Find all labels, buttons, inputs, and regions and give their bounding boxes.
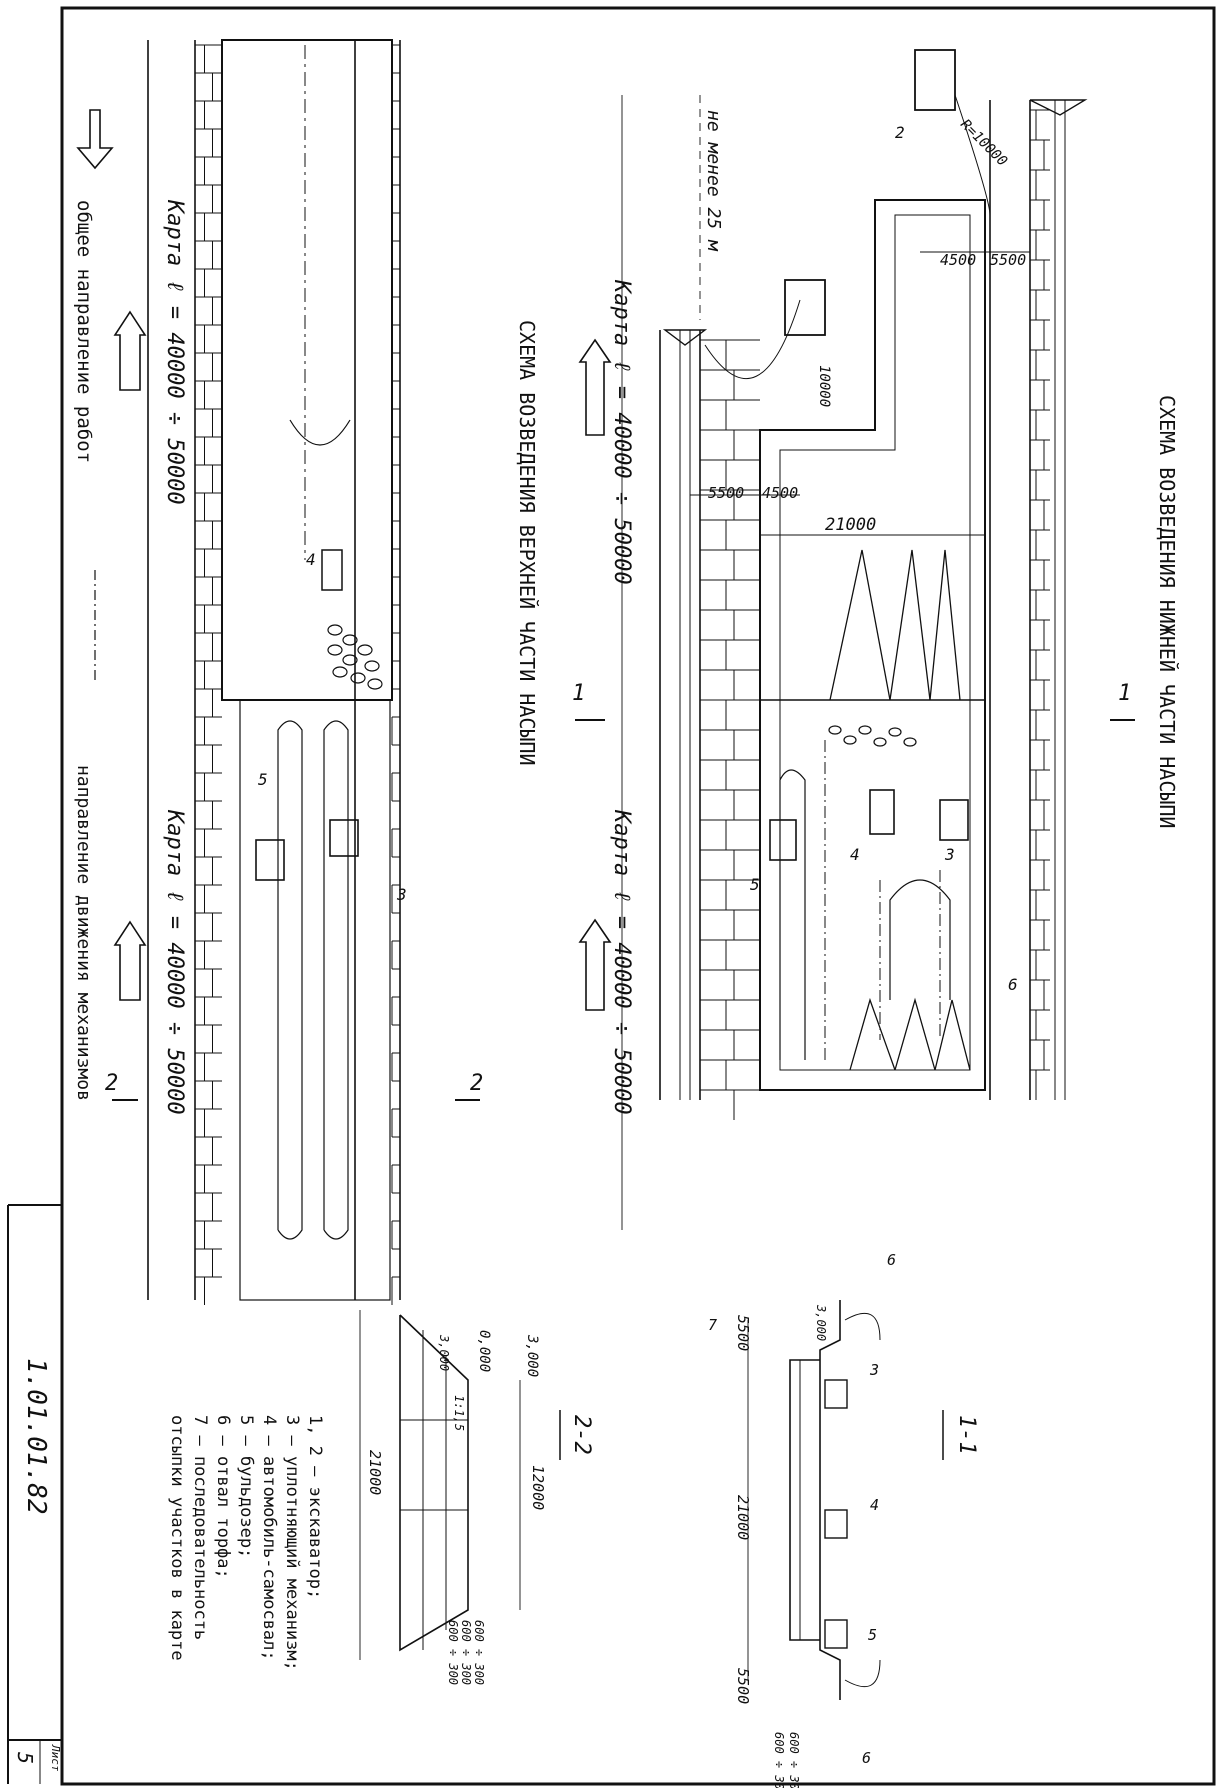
section-2-2-title: 2-2 [569, 1415, 594, 1455]
dim-4500-top: 4500 [940, 251, 976, 269]
lower-callout-4: 4 [850, 845, 860, 864]
section-2-layer-2: 600 ÷ 300 [459, 1620, 473, 1685]
lower-cut-mark-right: 1 [1118, 681, 1131, 706]
section-1-callout-6a: 6 [887, 1251, 896, 1269]
legend-line-4: 5 – бульдозер; [236, 1415, 256, 1558]
dump-truck-4 [321, 549, 343, 591]
legend-line-6: 7 – последовательность [190, 1415, 210, 1640]
peat-berm-left [195, 44, 222, 1305]
lower-map-label-2: Карта ℓ = 40000 ÷ 50000 [609, 809, 634, 1115]
bulldozer-5 [255, 839, 285, 881]
excavator-2 [914, 49, 956, 111]
lower-map-label-1: Карта ℓ = 40000 ÷ 50000 [609, 279, 634, 585]
lower-callout-6: 6 [1008, 975, 1018, 994]
section-1-callout-4: 4 [870, 1496, 879, 1514]
section-1-compactor [824, 1379, 848, 1409]
lower-berm-left [700, 339, 760, 1120]
upper-callout-4: 4 [306, 550, 316, 569]
sheet-number: 5 [13, 1752, 37, 1764]
upper-cut-mark-left: 2 [105, 1071, 118, 1096]
soil-heaps [327, 624, 383, 690]
section-1-1-title: 1-1 [954, 1415, 979, 1455]
upper-callout-5: 5 [258, 770, 268, 789]
section-1-elev: 3,000 [814, 1304, 828, 1341]
upper-scheme-title: СХЕМА ВОЗВЕДЕНИЯ ВЕРХНЕЙ ЧАСТИ НАСЫПИ [515, 320, 539, 766]
lower-scheme-title: СХЕМА ВОЗВЕДЕНИЯ НИЖНЕЙ ЧАСТИ НАСЫПИ [1155, 395, 1179, 828]
legend-line-3: 4 – автомобиль-самосвал; [259, 1415, 279, 1661]
upper-scheme: 2 2 4 5 3 СХЕМА ВОЗВЕДЕНИЯ ВЕРХНЕЙ ЧАСТИ… [73, 39, 539, 1305]
radius-10000-a: R=10000 [957, 117, 1010, 170]
legend-mechanism-direction: направление движения механизмов [73, 765, 94, 1101]
dim-21000: 21000 [825, 515, 876, 535]
section-2-layer-1: 600 ÷ 300 [472, 1620, 486, 1685]
lower-berm-right [1030, 109, 1050, 1100]
excavator-1 [784, 279, 826, 336]
section-1-callout-5: 5 [868, 1626, 877, 1644]
section-2-dim-bottom: 21000 [366, 1450, 384, 1495]
upper-map-label-2: Карта ℓ = 40000 ÷ 50000 [162, 809, 187, 1115]
lower-cut-mark-left: 1 [572, 681, 585, 706]
peat-berm-right [391, 44, 401, 1305]
section-2-slope: 1:1,5 [452, 1395, 466, 1431]
legend-general-direction: общее направление работ [73, 200, 95, 463]
compactor-3-lower [939, 799, 969, 841]
section-2-layer-3: 600 ÷ 300 [446, 1620, 460, 1685]
legend-line-5: 6 – отвал торфа; [213, 1415, 233, 1579]
section-1-layer-2: 600 ÷ 300 [772, 1732, 786, 1788]
bulldozer-5-lower [769, 819, 797, 861]
section-1-dim-mid: 21000 [734, 1495, 752, 1540]
legend-line-2: 3 – уплотняющий механизм; [282, 1415, 302, 1671]
lower-callout-3: 3 [944, 845, 955, 864]
min-distance-label: не менее 25 м [703, 110, 724, 252]
section-1-truck [824, 1509, 848, 1539]
sheet-label: Лист [49, 1744, 62, 1772]
upper-callout-3: 3 [396, 885, 407, 904]
lower-soil-heaps [828, 725, 917, 747]
title-stamp: 1.01.01.82 Лист 5 [7, 1204, 64, 1784]
section-1-callout-6b: 6 [862, 1749, 871, 1767]
upper-map-label-1: Карта ℓ = 40000 ÷ 50000 [162, 199, 187, 505]
section-1-dozer [824, 1619, 848, 1649]
work-direction-arrows [76, 109, 147, 1001]
radius-10000-b: 10000 [816, 365, 832, 407]
lower-work-direction-arrows [578, 338, 612, 1011]
legend: 1, 2 – экскаватор; 3 – уплотняющий механ… [167, 1415, 325, 1671]
compactor-3 [329, 819, 359, 857]
section-2-elev-top: 3,000 [524, 1334, 540, 1377]
section-1-layer-1: 600 ÷ 300 [787, 1732, 801, 1788]
section-1-callout-3: 3 [869, 1361, 879, 1379]
dump-truck-4-lower [869, 789, 895, 835]
section-2-elev-left: 3,000 [437, 1334, 451, 1371]
wedge-sections [829, 549, 971, 1071]
lower-scheme: 1 1 2 4 5 3 6 4500 5500 5500 4500 21000 … [572, 49, 1179, 1230]
sheet-frame [60, 6, 1216, 1786]
section-2-dim-top: 12000 [529, 1465, 547, 1510]
section-1-callout-7: 7 [708, 1316, 717, 1334]
section-2-elev-zero: 0,000 [476, 1330, 492, 1372]
section-2-2: 2-2 3,000 0,000 3,000 12000 21000 1:1,5 … [359, 1310, 594, 1685]
dim-5500-left: 5500 [708, 484, 744, 502]
drawing-code: 1.01.01.82 [21, 1358, 51, 1515]
legend-line-1: 1, 2 – экскаватор; [305, 1415, 325, 1599]
lower-callout-2: 2 [895, 123, 905, 142]
section-1-1: 1-1 3,000 5500 21000 5500 600 ÷ 300 600 … [708, 1251, 979, 1788]
dim-4500-left: 4500 [762, 484, 798, 502]
section-1-dim-left: 5500 [734, 1315, 752, 1351]
section-1-dim-right: 5500 [734, 1668, 752, 1704]
dim-5500-top: 5500 [990, 251, 1026, 269]
upper-cut-mark-right: 2 [470, 1071, 483, 1096]
lower-callout-5: 5 [750, 875, 760, 894]
legend-line-7: отсыпки участков в карте [167, 1415, 187, 1661]
